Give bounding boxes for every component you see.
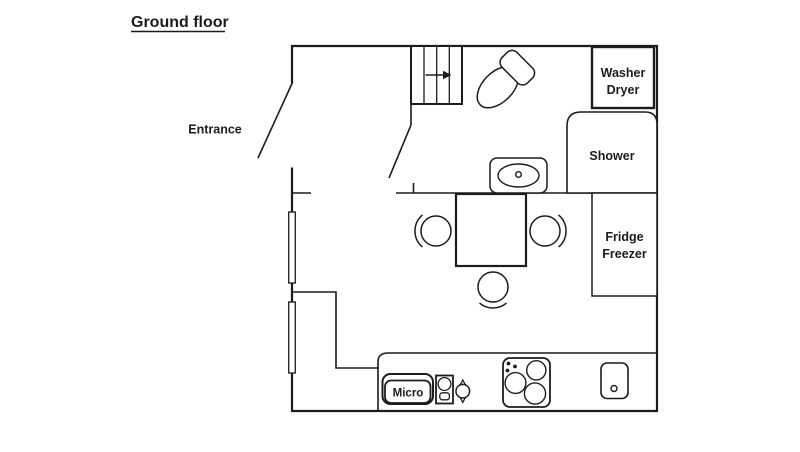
fridge-freezer-box <box>591 192 658 297</box>
wash-basin <box>489 157 548 194</box>
chair-icon <box>477 271 509 303</box>
basin-bowl <box>497 163 540 188</box>
hob-knob <box>505 368 510 373</box>
entrance-label: Entrance <box>188 123 242 137</box>
appliance-tray <box>439 392 451 401</box>
window-icon <box>288 301 296 374</box>
toilet <box>476 49 536 109</box>
hob <box>502 357 551 408</box>
hall-doorway <box>388 104 415 193</box>
sink-drain <box>610 384 618 393</box>
chair-icon <box>529 215 561 247</box>
kitchen-worktop <box>377 352 657 411</box>
chair-back-arc <box>557 214 567 248</box>
entrance-door-icon <box>257 83 293 159</box>
counter-appliance <box>435 374 454 405</box>
kettle-icon <box>455 383 471 399</box>
kitchen-sink <box>600 362 629 400</box>
entrance-door <box>257 83 311 194</box>
chair-icon <box>420 215 452 247</box>
page-title-text: Ground floor <box>131 14 229 31</box>
dining-set <box>414 192 567 309</box>
worktop-outline <box>377 352 657 411</box>
shower-label: Shower <box>589 149 634 163</box>
fridge-freezer: Fridge Freezer <box>591 192 658 297</box>
hob-ring <box>526 359 547 381</box>
kitchen-door-icon <box>388 124 412 179</box>
stairs <box>410 45 463 105</box>
kettle <box>455 378 471 404</box>
microwave-front <box>384 379 432 404</box>
hob-ring <box>523 382 547 405</box>
shower: Shower <box>566 111 658 194</box>
window-icon <box>288 211 296 284</box>
chair-back-arc <box>414 214 424 248</box>
hob-ring <box>504 371 527 395</box>
fridge-freezer-label: Freezer <box>602 247 647 261</box>
washer-dryer-label: Washer <box>601 66 646 80</box>
fridge-freezer-label: Fridge <box>605 230 643 244</box>
microwave: Micro <box>381 373 434 405</box>
basin-drain <box>515 170 523 178</box>
direction-arrow-head <box>443 70 452 80</box>
sink-icon <box>600 362 629 400</box>
washer-dryer-box <box>590 45 656 110</box>
kitchen-wall <box>292 291 379 369</box>
windows <box>288 211 296 374</box>
appliance-dial <box>437 376 452 392</box>
microwave-label: Micro <box>393 388 424 400</box>
washer-dryer: Washer Dryer <box>590 45 656 110</box>
hob-knob <box>506 361 511 366</box>
chair-back-arc <box>479 302 507 309</box>
page-title: Ground floor <box>131 14 229 33</box>
hob-knob <box>513 364 517 369</box>
toilet-cistern-icon <box>499 49 536 86</box>
shower-box <box>566 111 658 194</box>
dining-table-icon <box>454 192 528 268</box>
washer-dryer-label: Dryer <box>607 83 640 97</box>
